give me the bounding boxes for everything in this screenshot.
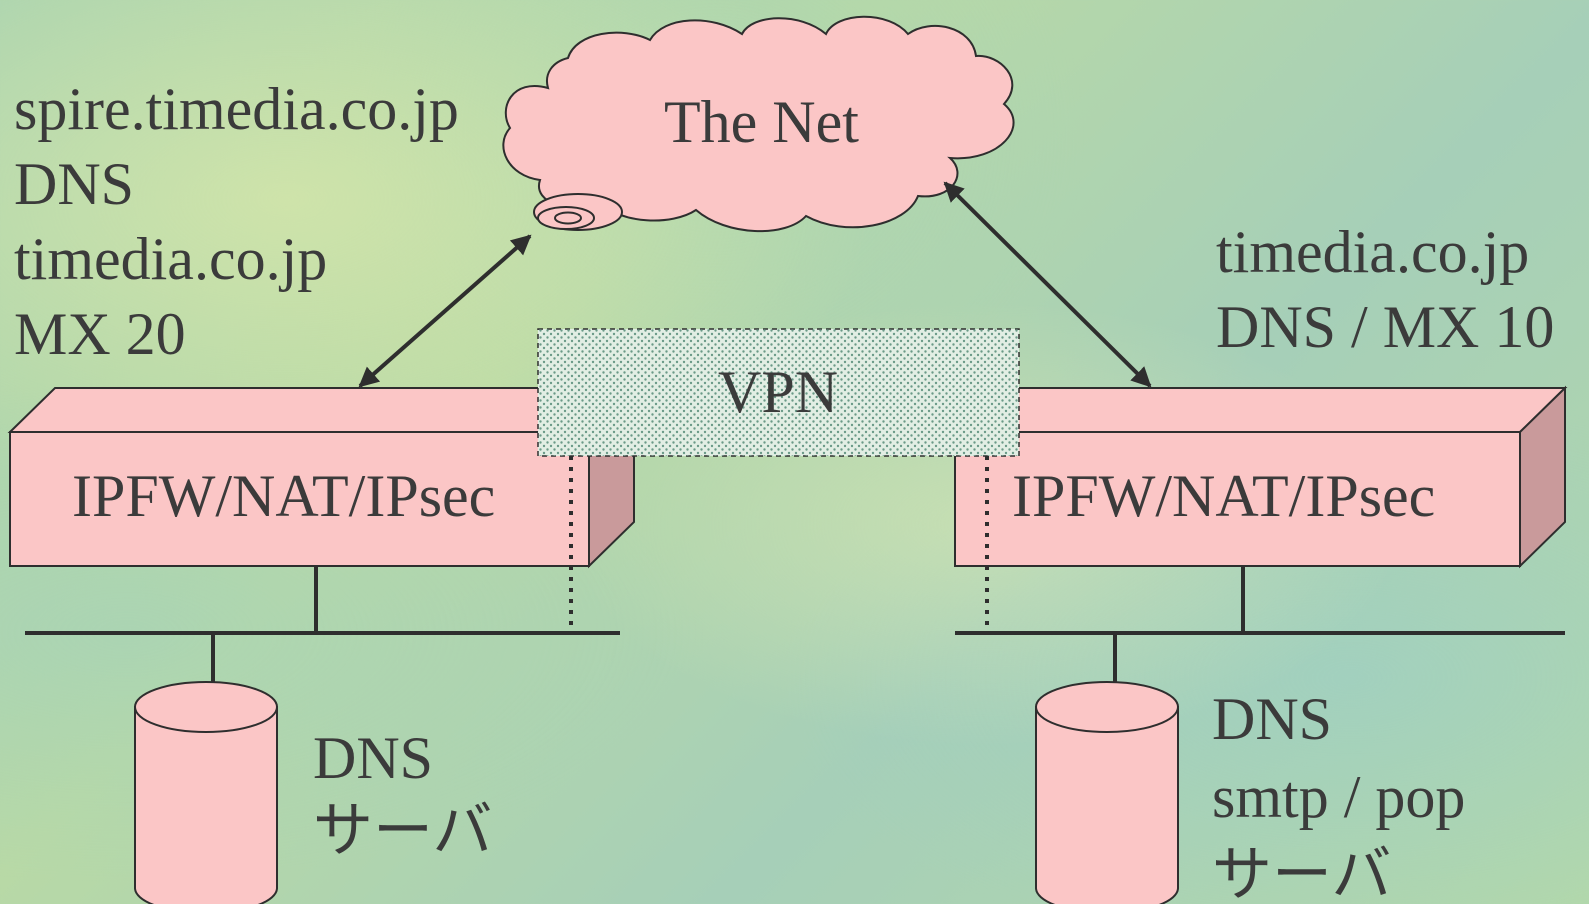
left-server-cylinder	[134, 681, 278, 904]
left-lan	[25, 566, 620, 683]
left-server-label: DNS サーバ	[313, 722, 492, 868]
left-link-arrow	[358, 234, 532, 388]
right-router-label: IPFW/NAT/IPsec	[1012, 463, 1436, 529]
right-link-arrow	[943, 181, 1152, 388]
right-cylinder-body	[1035, 706, 1179, 904]
right-server-name: サーバ	[1212, 842, 1392, 904]
left-router-front	[9, 431, 590, 567]
left-info-host: spire.timedia.co.jp	[14, 76, 459, 142]
left-site-info: spire.timedia.co.jp DNS timedia.co.jp MX…	[14, 72, 459, 372]
vpn-tunnel	[537, 328, 1020, 626]
right-server-dns: DNS	[1212, 686, 1333, 752]
right-router-top	[952, 387, 1568, 433]
left-cylinder-body	[134, 706, 278, 904]
vpn-box-dots	[538, 329, 1019, 456]
cloud-puff-core	[554, 211, 582, 225]
vpn-label: VPN	[718, 359, 839, 425]
internet-label: The Net	[664, 89, 859, 155]
left-router	[7, 385, 637, 569]
right-router	[952, 385, 1568, 569]
right-router-front	[954, 431, 1521, 567]
left-server-name: サーバ	[313, 798, 493, 864]
left-info-domain: timedia.co.jp	[14, 226, 328, 292]
left-cylinder-top	[134, 681, 278, 733]
right-server-cylinder	[1035, 681, 1179, 904]
right-server-smtp-pop: smtp / pop	[1212, 764, 1466, 830]
right-cylinder-top	[1035, 681, 1179, 733]
right-info-domain: timedia.co.jp	[1216, 219, 1530, 285]
right-site-info: timedia.co.jp DNS / MX 10	[1216, 215, 1554, 365]
left-info-dns: DNS	[14, 151, 135, 217]
right-lan	[955, 566, 1565, 683]
left-router-label: IPFW/NAT/IPsec	[72, 463, 496, 529]
right-server-label: DNS smtp / pop サーバ	[1212, 680, 1465, 904]
right-info-dns-mx: DNS / MX 10	[1216, 294, 1555, 360]
left-server-dns: DNS	[313, 725, 434, 791]
internet-cloud	[502, 15, 1015, 232]
left-info-mx: MX 20	[14, 301, 186, 367]
